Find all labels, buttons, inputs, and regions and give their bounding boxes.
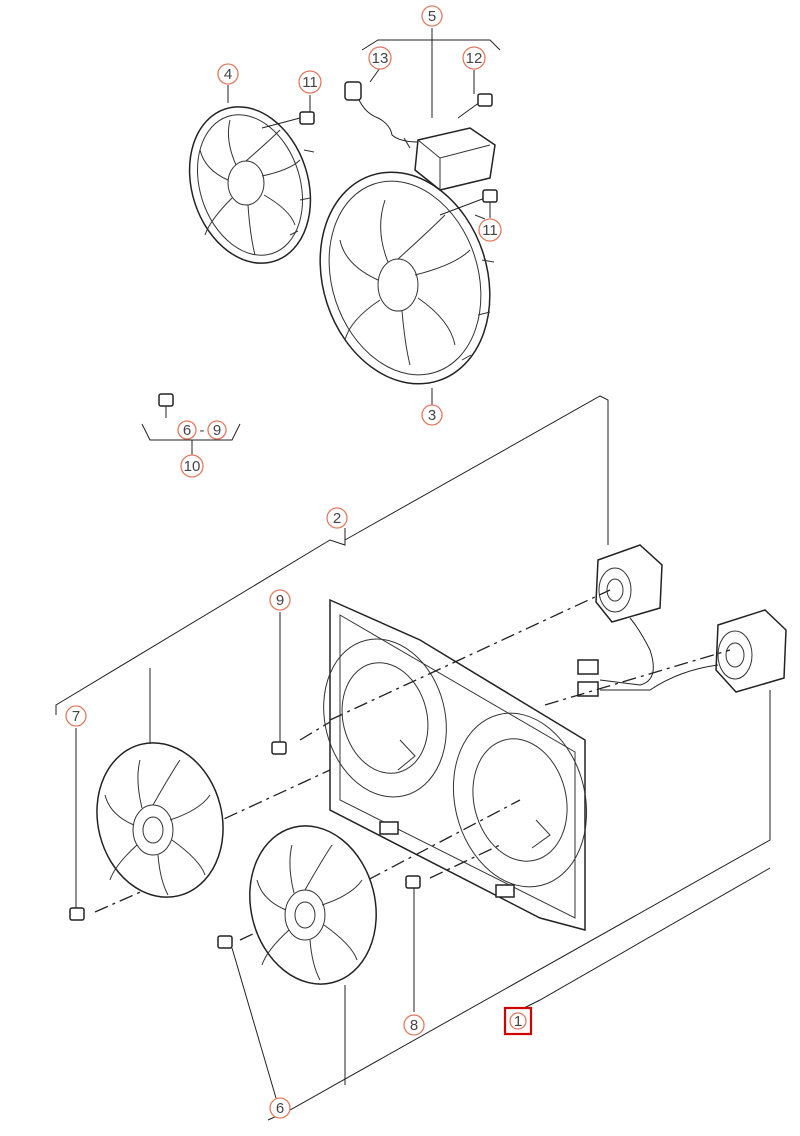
svg-text:10: 10	[184, 458, 201, 475]
callout-9-range-end: 9	[207, 420, 227, 440]
bolt-9-assembly[interactable]	[271, 612, 287, 755]
svg-text:7: 7	[72, 708, 80, 725]
callout-range-dash: -	[200, 422, 205, 439]
impeller-right[interactable]	[233, 812, 392, 997]
callout-8: 8	[403, 1014, 425, 1036]
callout-3: 3	[421, 404, 443, 426]
motor-lower[interactable]	[577, 609, 787, 697]
callout-11-upper: 11	[298, 70, 322, 94]
screw-11-upper[interactable]	[261, 95, 315, 129]
fan-shroud-frame[interactable]	[307, 598, 604, 931]
leader-lines-top	[227, 28, 501, 405]
bolt-7-assembly[interactable]	[69, 728, 85, 921]
svg-text:12: 12	[466, 50, 483, 67]
callout-12: 12	[462, 46, 486, 70]
svg-text:8: 8	[410, 1017, 418, 1034]
callout-9-assembly: 9	[269, 589, 291, 611]
fan-3[interactable]	[294, 150, 517, 406]
svg-text:9: 9	[276, 592, 284, 609]
svg-text:13: 13	[372, 50, 389, 67]
svg-text:2: 2	[333, 510, 341, 527]
svg-text:1: 1	[514, 1013, 522, 1030]
screw-11-lower[interactable]	[439, 189, 498, 218]
callout-1-highlighted[interactable]: 1	[503, 1006, 533, 1036]
svg-text:4: 4	[224, 66, 232, 83]
bolt-6-assembly[interactable]	[217, 935, 233, 949]
callout-11-lower: 11	[478, 218, 502, 242]
svg-text:9: 9	[213, 422, 221, 439]
callout-10: 10	[180, 454, 204, 478]
callout-5: 5	[421, 5, 443, 27]
callout-2: 2	[326, 507, 348, 529]
callout-13: 13	[368, 46, 392, 70]
svg-text:6: 6	[276, 1100, 284, 1117]
svg-text:6: 6	[183, 422, 191, 439]
svg-text:11: 11	[302, 74, 318, 91]
impeller-left[interactable]	[81, 729, 239, 910]
svg-text:5: 5	[428, 8, 436, 25]
svg-text:11: 11	[482, 222, 498, 239]
callout-6-bottom: 6	[269, 1097, 291, 1119]
svg-text:3: 3	[428, 407, 436, 424]
fan-4[interactable]	[170, 91, 330, 279]
motor-upper[interactable]	[595, 544, 663, 686]
bolt-8-assembly[interactable]	[405, 875, 421, 1012]
screw-12[interactable]	[457, 70, 493, 119]
callout-4: 4	[217, 63, 239, 85]
callout-7: 7	[65, 705, 87, 727]
bolt-kit-10[interactable]	[141, 393, 241, 456]
control-module-5[interactable]	[344, 81, 496, 191]
svg-text:-: -	[200, 422, 205, 439]
callout-6-range-start: 6	[177, 420, 197, 440]
